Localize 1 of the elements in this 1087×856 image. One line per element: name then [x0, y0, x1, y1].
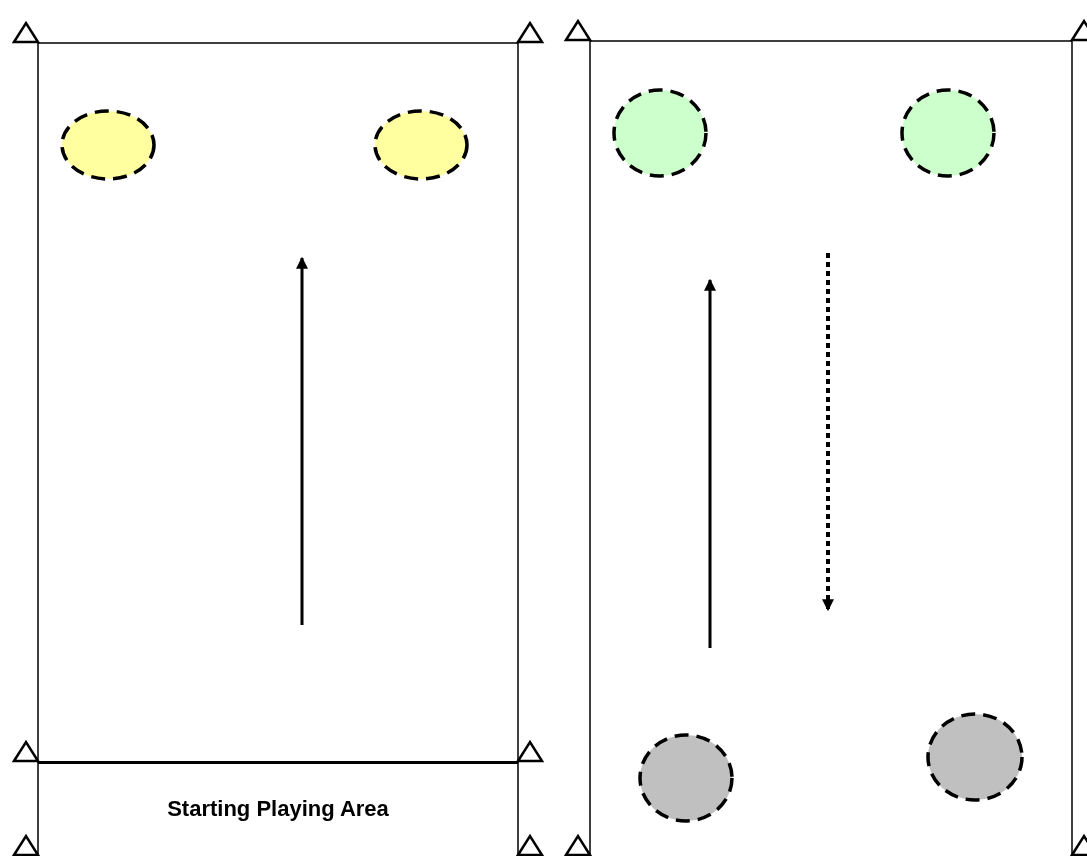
area-label: Starting Playing Area	[167, 796, 389, 822]
